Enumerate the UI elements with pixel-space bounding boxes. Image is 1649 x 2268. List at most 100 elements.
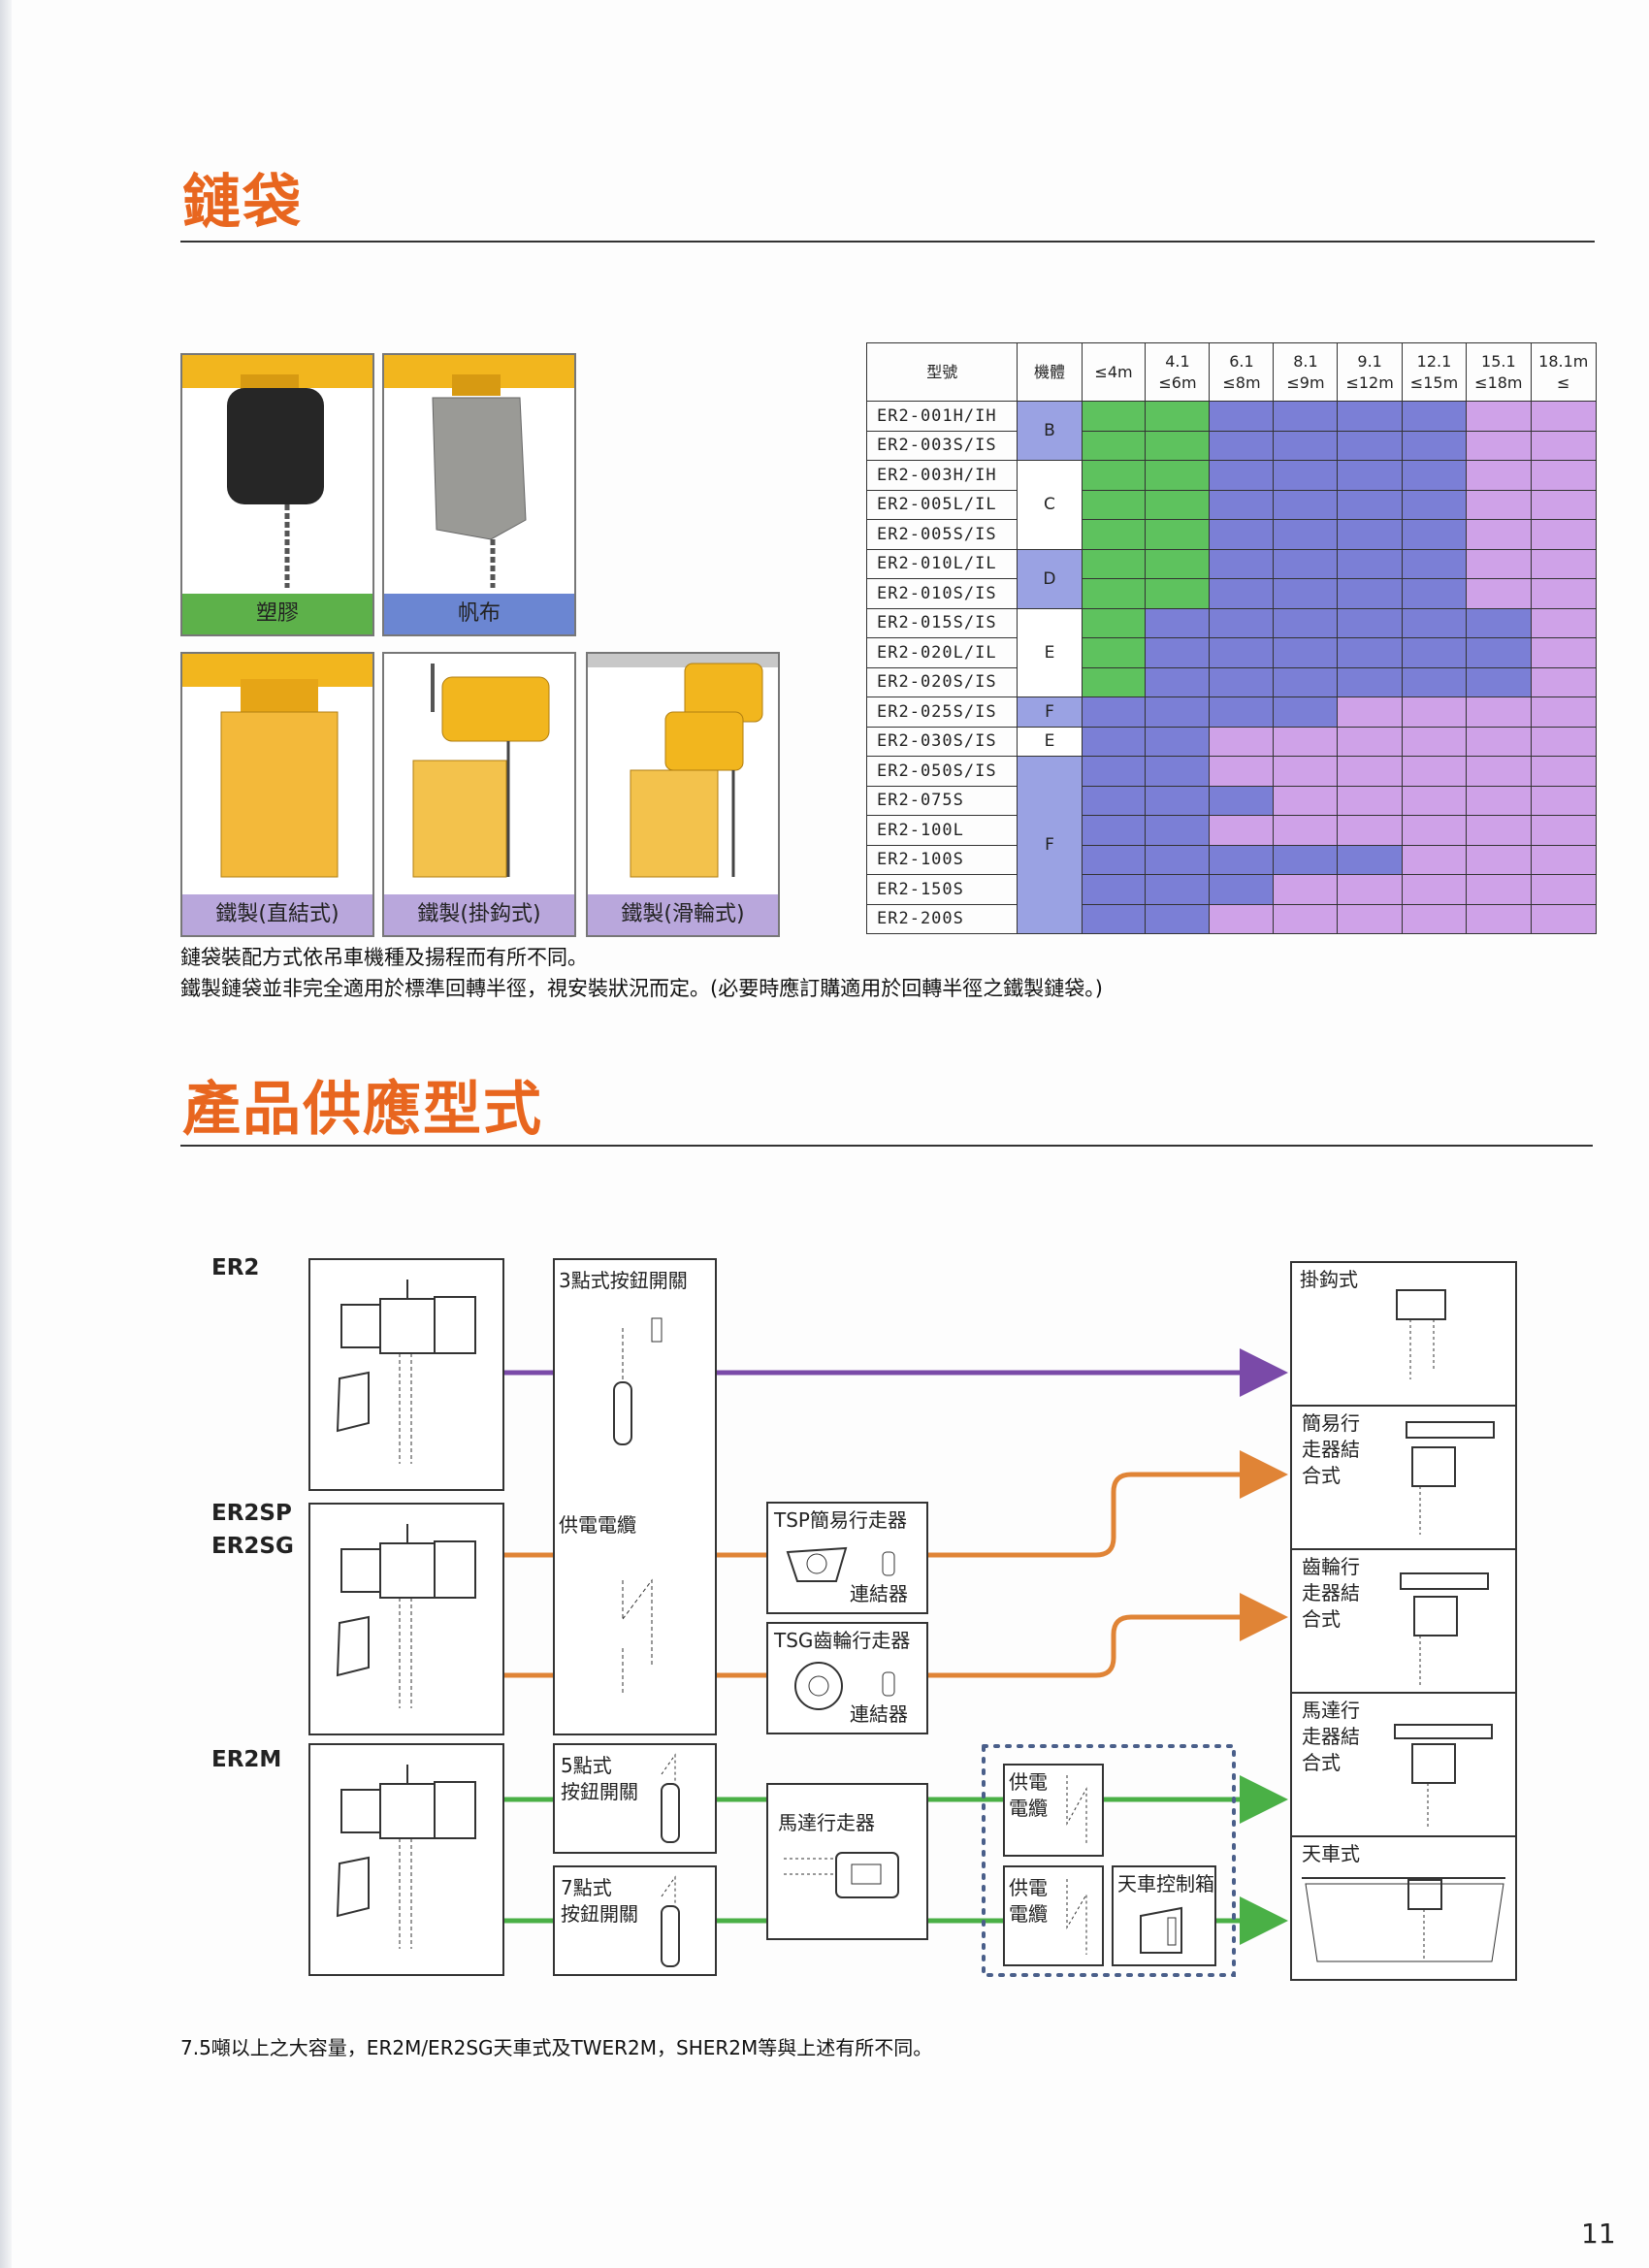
crane-option-dotted-group: [982, 1744, 1236, 1977]
photo-caption: 鐵製(滑輪式): [588, 894, 778, 935]
photo-caption: 鐵製(掛鈎式): [384, 894, 574, 935]
arrow-green: [502, 1775, 1288, 1945]
range-cell: [1081, 548, 1147, 579]
range-cell: [1530, 519, 1598, 550]
motor-trolley-label: 馬達行走器: [778, 1811, 875, 1834]
range-cell: [1145, 637, 1211, 668]
switch3-label: 3點式按鈕開關: [559, 1269, 688, 1292]
range-cell: [1466, 548, 1532, 579]
range-cell: [1337, 785, 1403, 816]
photo-iron-direct-bag: 鐵製(直結式): [180, 652, 374, 937]
range-cell: [1466, 489, 1532, 520]
range-cell: [1209, 666, 1275, 697]
table-row: ER2-200S: [865, 903, 1598, 934]
range-cell: [1337, 726, 1403, 757]
switch5-box: 5點式 按鈕開關: [553, 1743, 717, 1854]
body-cell: F: [1017, 756, 1083, 934]
output-hook-label: 掛鈎式: [1300, 1268, 1358, 1291]
page-number: 11: [1581, 2218, 1616, 2250]
range-cell: [1530, 903, 1598, 934]
model-cell: ER2-200S: [865, 903, 1018, 934]
header-lift-range: 12.1 ≤15m: [1401, 342, 1468, 402]
range-cell: [1209, 548, 1275, 579]
model-cell: ER2-050S/IS: [865, 756, 1018, 787]
range-cell: [1530, 460, 1598, 491]
range-cell: [1145, 903, 1211, 934]
range-cell: [1401, 874, 1468, 905]
header-body: 機體: [1017, 342, 1083, 402]
range-cell: [1337, 519, 1403, 550]
photo-caption: 塑膠: [182, 594, 372, 634]
range-cell: [1530, 401, 1598, 432]
range-cell: [1337, 607, 1403, 638]
range-cell: [1209, 578, 1275, 609]
range-cell: [1530, 607, 1598, 638]
range-cell: [1081, 607, 1147, 638]
range-cell: [1209, 607, 1275, 638]
range-cell: [1145, 548, 1211, 579]
range-cell: [1466, 607, 1532, 638]
page-binding-edge: [0, 0, 12, 2268]
body-cell: D: [1017, 548, 1083, 609]
range-cell: [1530, 785, 1598, 816]
range-cell: [1209, 874, 1275, 905]
note-line: 鐵製鏈袋並非完全適用於標準回轉半徑，視安裝狀況而定。(必要時應訂購適用於回轉半徑…: [180, 977, 1103, 1000]
crane-box-label: 天車控制箱: [1117, 1872, 1214, 1895]
tsp-label: TSP簡易行走器: [774, 1508, 907, 1532]
range-cell: [1401, 697, 1468, 728]
output-column: 掛鈎式 簡易行 走器結 合式 齒輪行 走器結 合式 馬達行 走器結 合式 天車式: [1290, 1261, 1517, 1981]
range-cell: [1273, 874, 1339, 905]
switch5-label: 5點式 按鈕開關: [561, 1754, 638, 1803]
cable-short-box-2: 供電 電纜: [1003, 1865, 1104, 1966]
model-cell: ER2-150S: [865, 874, 1018, 905]
tsp-trolley-box: TSP簡易行走器 連結器: [766, 1502, 928, 1614]
range-cell: [1273, 607, 1339, 638]
range-cell: [1081, 519, 1147, 550]
photo-caption: 鐵製(直結式): [182, 894, 372, 935]
arrow-orange: [502, 1450, 1288, 1678]
hoist-er2sp-box: [308, 1503, 504, 1735]
range-cell: [1337, 489, 1403, 520]
model-cell: ER2-030S/IS: [865, 726, 1018, 757]
series-label-er2m: ER2M: [211, 1747, 282, 1772]
body-cell: E: [1017, 726, 1083, 757]
range-cell: [1401, 607, 1468, 638]
range-cell: [1145, 460, 1211, 491]
range-cell: [1145, 430, 1211, 461]
header-lift-range: 15.1 ≤18m: [1466, 342, 1532, 402]
model-cell: ER2-003S/IS: [865, 430, 1018, 461]
range-cell: [1466, 666, 1532, 697]
header-lift-range: ≤4m: [1081, 342, 1147, 402]
output-simple-trolley-label: 簡易行 走器結 合式: [1302, 1411, 1360, 1487]
output-gear-trolley-label: 齒輪行 走器結 合式: [1302, 1555, 1360, 1631]
supply-footnote: 7.5噸以上之大容量，ER2M/ER2SG天車式及TWER2M，SHER2M等與…: [180, 2036, 933, 2059]
model-cell: ER2-010L/IL: [865, 548, 1018, 579]
table-row: ER2-150S: [865, 874, 1598, 905]
title-rule: [180, 1145, 1593, 1147]
tsg-label: TSG齒輪行走器: [774, 1629, 911, 1652]
model-cell: ER2-025S/IS: [865, 697, 1018, 728]
range-cell: [1273, 815, 1339, 846]
range-cell: [1401, 785, 1468, 816]
range-cell: [1337, 844, 1403, 875]
range-cell: [1337, 697, 1403, 728]
range-cell: [1081, 874, 1147, 905]
range-cell: [1466, 756, 1532, 787]
range-cell: [1273, 666, 1339, 697]
range-cell: [1273, 489, 1339, 520]
range-cell: [1530, 637, 1598, 668]
range-cell: [1081, 785, 1147, 816]
range-cell: [1337, 903, 1403, 934]
range-cell: [1401, 401, 1468, 432]
header-model: 型號: [865, 342, 1018, 402]
range-cell: [1145, 607, 1211, 638]
range-cell: [1530, 430, 1598, 461]
range-cell: [1209, 489, 1275, 520]
range-cell: [1145, 874, 1211, 905]
table-row: ER2-005L/IL: [865, 489, 1598, 520]
